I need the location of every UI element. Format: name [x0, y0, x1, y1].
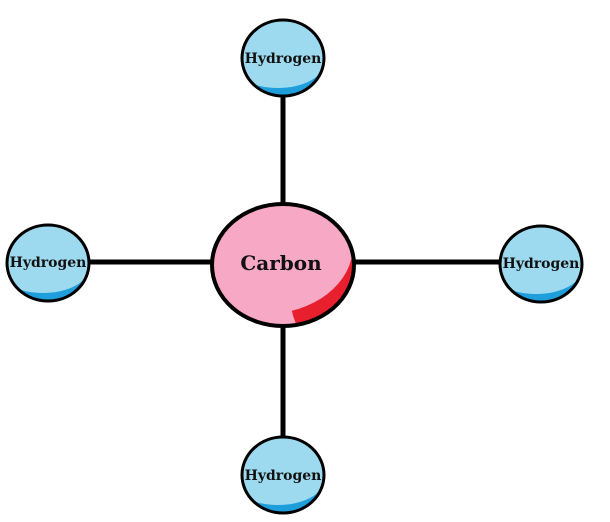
- hydrogen-label-top: Hydrogen: [245, 51, 322, 67]
- hydrogen-label-bottom: Hydrogen: [245, 468, 322, 484]
- hydrogen-atom-right: Hydrogen: [498, 224, 584, 304]
- hydrogen-label-right: Hydrogen: [503, 256, 580, 272]
- hydrogen-atom-left: Hydrogen: [5, 223, 91, 303]
- carbon-atom: Carbon: [210, 202, 356, 328]
- hydrogen-atom-top: Hydrogen: [240, 18, 326, 98]
- carbon-label: Carbon: [240, 251, 322, 275]
- hydrogen-atom-bottom: Hydrogen: [240, 435, 326, 515]
- bonds: [89, 96, 500, 437]
- hydrogen-label-left: Hydrogen: [10, 255, 87, 271]
